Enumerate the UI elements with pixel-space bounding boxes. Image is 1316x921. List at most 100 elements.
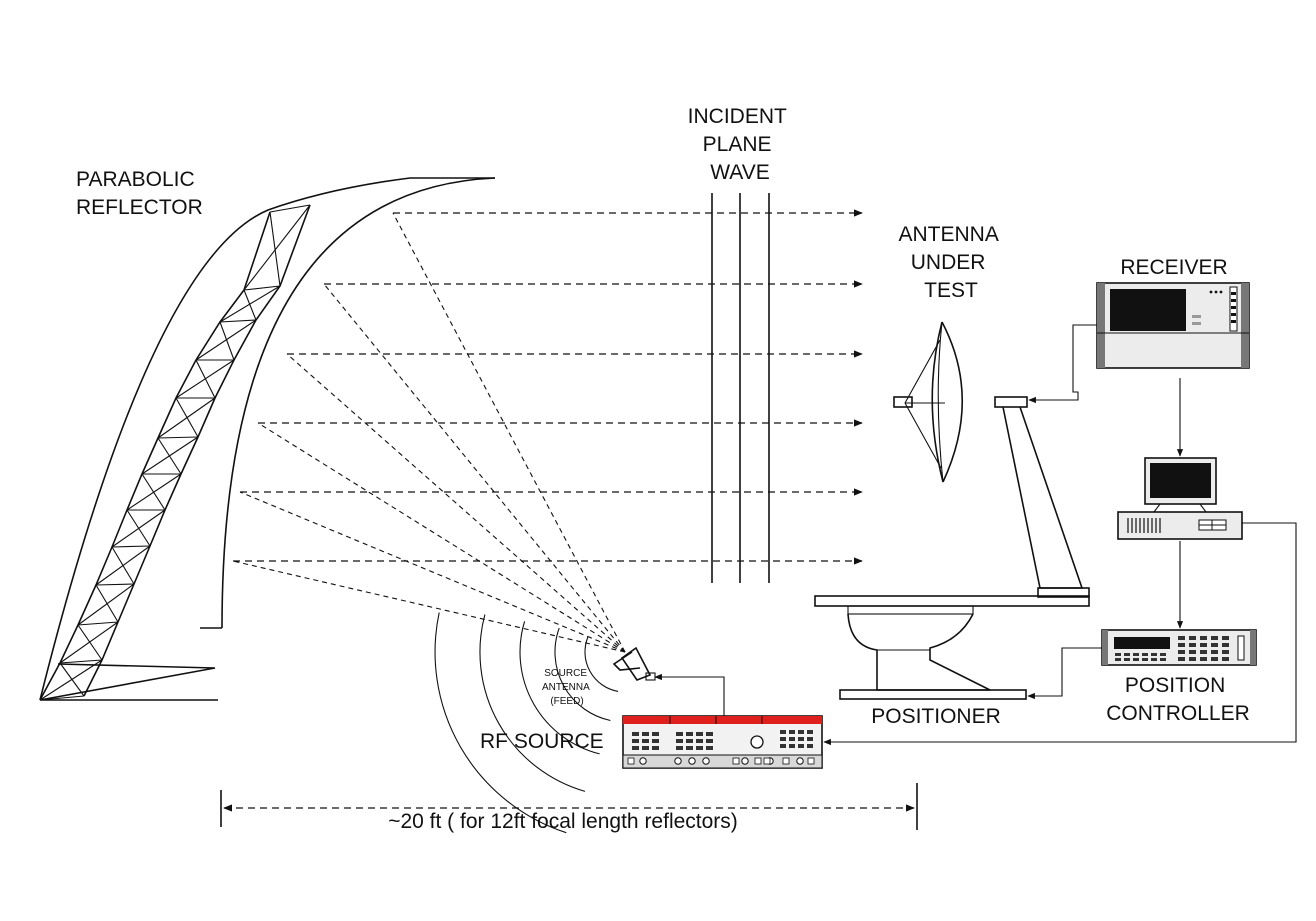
- truss-brace: [195, 319, 257, 361]
- computer-workstation: [1117, 457, 1243, 540]
- wavefront-arc: [479, 614, 586, 792]
- feed-ray: [323, 283, 626, 653]
- rf-port: [782, 757, 790, 765]
- wavefront-arc: [554, 627, 611, 722]
- truss-brace: [219, 321, 235, 361]
- rf-key: [706, 732, 713, 736]
- controller-key: [1222, 643, 1229, 647]
- rf-key: [632, 746, 639, 750]
- truss-brace: [77, 583, 135, 626]
- truss-brace: [39, 659, 103, 701]
- feed-ray: [392, 212, 626, 653]
- rf-key: [642, 746, 649, 750]
- rf-key: [652, 739, 659, 743]
- truss-brace: [126, 509, 151, 547]
- rf-control-cable: [823, 522, 1297, 746]
- rf-key: [798, 730, 804, 734]
- truss-rung: [59, 659, 103, 664]
- source-antenna-feed: [612, 646, 656, 681]
- truss-outer-chord: [39, 211, 271, 701]
- controller-key: [1160, 658, 1166, 661]
- rf-key: [696, 746, 703, 750]
- rf-source-instrument: [622, 715, 823, 769]
- controller-key: [1189, 650, 1196, 654]
- truss-rung: [269, 204, 311, 213]
- controller-key: [1211, 650, 1218, 654]
- rf-key: [632, 739, 639, 743]
- controller-key: [1222, 636, 1229, 640]
- spherical-wavefronts: [434, 612, 619, 834]
- controller-key: [1200, 650, 1207, 654]
- antenna-under-test-label: ANTENNA UNDER TEST: [898, 223, 1003, 302]
- feed-ray: [239, 491, 626, 653]
- rf-key: [686, 746, 693, 750]
- rf-key: [676, 746, 683, 750]
- rf-key: [798, 744, 804, 748]
- parabolic-reflector: [39, 177, 496, 701]
- rf-key: [696, 732, 703, 736]
- rf-connector: [741, 757, 749, 765]
- collimated-rays: [233, 209, 863, 565]
- rf-key: [706, 746, 713, 750]
- reflector-outer-curve: [39, 177, 495, 701]
- rf-key: [780, 730, 786, 734]
- rf-port: [732, 757, 740, 765]
- rf-key: [642, 732, 649, 736]
- plane-wave-lines: [711, 193, 770, 583]
- controller-key: [1211, 657, 1218, 661]
- controller-key: [1115, 653, 1121, 656]
- rf-key: [798, 737, 804, 741]
- controller-key: [1222, 650, 1229, 654]
- wavefront-arc: [519, 621, 600, 755]
- reflector-inner-curve: [221, 177, 496, 629]
- rf-key: [780, 744, 786, 748]
- controller-key: [1142, 658, 1148, 661]
- rf-connector: [702, 757, 710, 765]
- truss-brace: [59, 662, 85, 697]
- feed-rays: [232, 212, 626, 653]
- truss-brace: [141, 473, 166, 511]
- rf-key: [632, 732, 639, 736]
- rf-connector: [796, 757, 804, 765]
- controller-key: [1178, 643, 1185, 647]
- receiver-instrument: [1096, 282, 1250, 369]
- truss-rung: [95, 583, 135, 586]
- truss-brace: [111, 546, 135, 585]
- position-controller-label: POSITION CONTROLLER: [1106, 674, 1250, 725]
- truss-rung: [39, 695, 85, 701]
- rf-key: [686, 732, 693, 736]
- truss-rung: [219, 319, 257, 323]
- truss-brace: [175, 397, 199, 438]
- rf-key: [652, 732, 659, 736]
- rf-key: [676, 732, 683, 736]
- controller-key: [1178, 650, 1185, 654]
- rf-key: [780, 737, 786, 741]
- rf-port: [807, 757, 815, 765]
- controller-key: [1200, 636, 1207, 640]
- rf-port: [763, 757, 771, 765]
- truss-brace: [243, 204, 311, 291]
- rf-key: [807, 730, 813, 734]
- controller-key: [1189, 657, 1196, 661]
- incident-plane-wave-label: INCIDENT PLANE WAVE: [688, 105, 793, 184]
- truss-brace: [195, 359, 216, 399]
- controller-key: [1222, 657, 1229, 661]
- truss-brace: [157, 397, 216, 439]
- truss-rung: [77, 621, 119, 626]
- receiver-label: RECEIVER: [1120, 256, 1227, 279]
- controller-key: [1200, 643, 1207, 647]
- wavefront-arc: [434, 612, 567, 834]
- source-antenna-label: SOURCE ANTENNA (FEED): [542, 668, 592, 707]
- truss-brace: [77, 624, 103, 661]
- controller-key: [1211, 636, 1218, 640]
- parabolic-reflector-label: PARABOLIC REFLECTOR: [76, 168, 203, 219]
- feed-ray: [257, 422, 626, 653]
- rf-source-label: RF SOURCE: [480, 730, 604, 753]
- rf-key: [789, 744, 795, 748]
- controller-key: [1151, 653, 1157, 656]
- rf-key: [807, 737, 813, 741]
- truss-brace: [157, 437, 182, 475]
- distance-label: ~20 ft ( for 12ft focal length reflector…: [388, 810, 738, 833]
- rf-key: [807, 744, 813, 748]
- controller-key: [1133, 658, 1139, 661]
